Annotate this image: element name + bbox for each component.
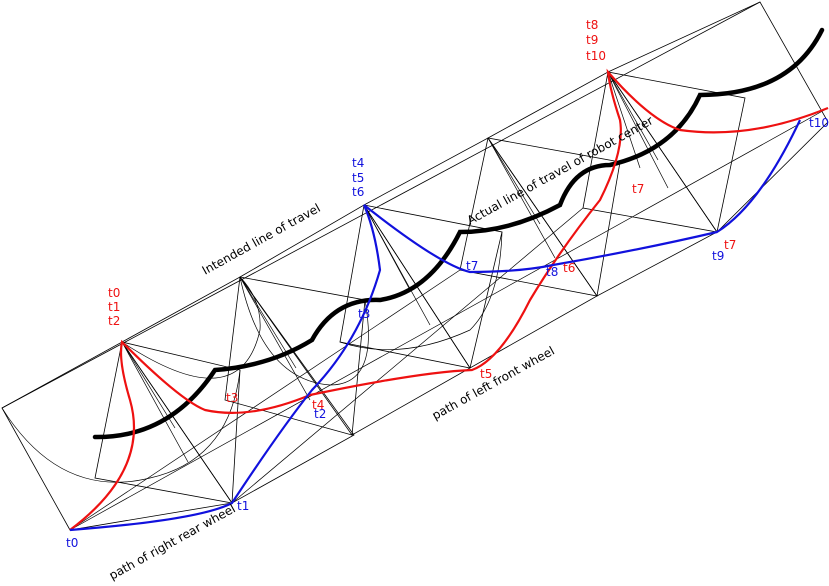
robot-frame-2 [94,341,241,504]
blue-t8-label: t8 [546,265,558,279]
t5-label: t5 [352,171,364,185]
blue-t3-label: t3 [358,307,370,321]
t4-label: t4 [352,156,364,170]
robot-frames [1,1,829,531]
blue-t2-label: t2 [314,407,326,421]
t0-label: t0 [108,286,120,300]
t2-label: t2 [108,314,120,328]
red-t4-label: t4 [312,398,324,412]
red-t3-label: t3 [226,391,238,405]
red-t7-label-lower: t7 [724,238,736,252]
time-labels-t0-t2: t0 t1 t2 [108,286,120,328]
intended-line [1,1,761,409]
right-rear-path-label: path of right rear wheel [107,501,238,582]
thin-arcs [1,231,503,483]
robot-frame-11 [607,1,829,233]
actual-line [69,107,829,531]
robot-frame-10 [582,71,746,233]
t9-label: t9 [586,33,598,47]
blue-t10-label: t10 [809,116,829,130]
left-front-wheel-path [69,68,829,531]
blue-t9-label: t9 [712,249,724,263]
time-labels-t8-t10: t8 t9 t10 [586,18,606,63]
red-t5-label: t5 [480,367,492,381]
robot-frame-3 [121,276,355,504]
t1-label: t1 [108,300,120,314]
robot-center-path [92,27,825,440]
t6-label: t6 [352,185,364,199]
red-t7-label-upper: t7 [632,182,644,196]
blue-t7-label: t7 [466,259,478,273]
actual-line-label: Actual line of travel of robot center [465,113,656,227]
t10-label: t10 [586,49,606,63]
time-labels-t4-t6: t4 t5 t6 [352,156,364,199]
t8-label: t8 [586,18,598,32]
right-rear-wheel-path [69,119,801,532]
red-t6-label: t6 [563,261,575,275]
pivot-spokes [69,71,669,531]
blue-t0-label: t0 [66,536,78,550]
blue-t1-label: t1 [237,499,249,513]
